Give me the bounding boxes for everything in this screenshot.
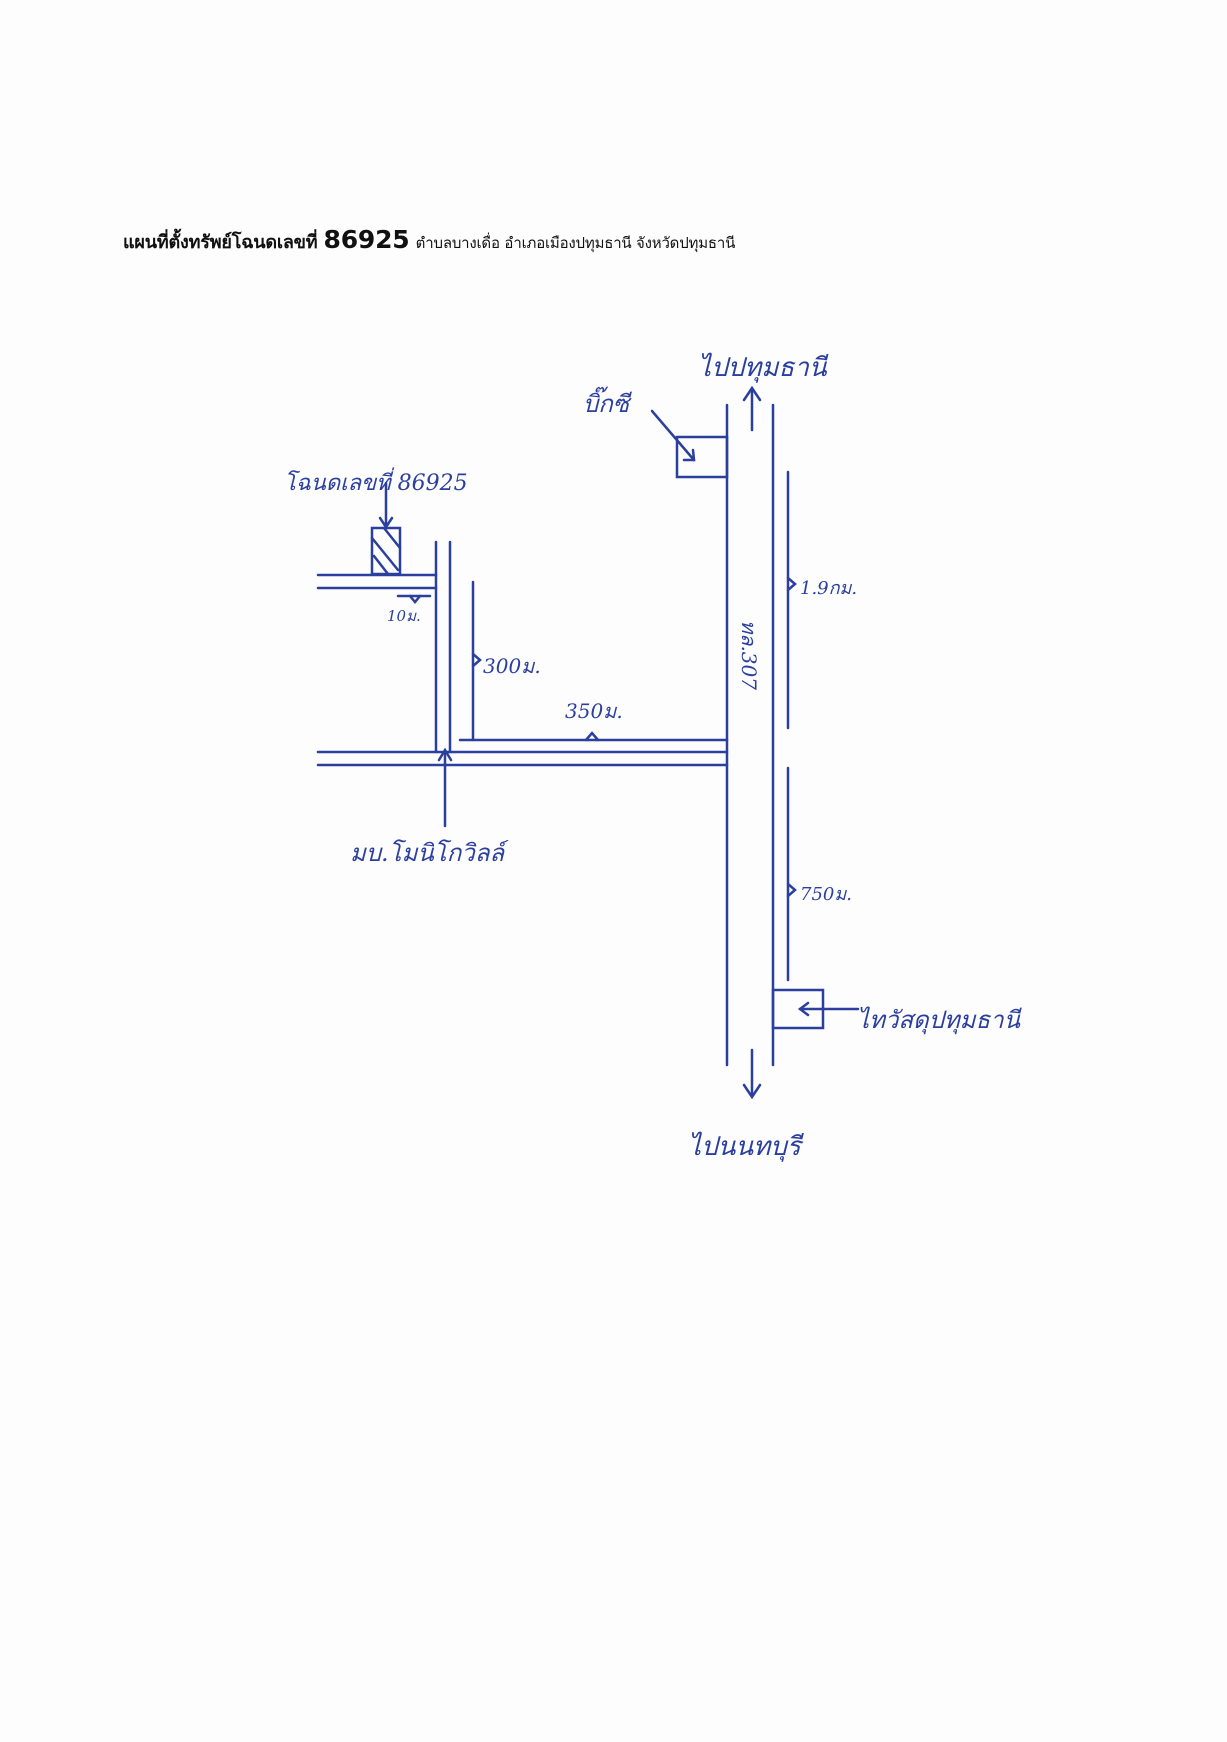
village-pointer-head	[437, 747, 453, 762]
dim-300-tick	[471, 652, 482, 668]
deed-pointer-head	[378, 516, 394, 530]
title-location: ตำบลบางเดื่อ อำเภอเมืองปทุมธานี จังหวัดป…	[415, 234, 736, 252]
deed-hatch-2	[372, 554, 390, 576]
label-big-c: บิ๊กซี	[583, 386, 632, 418]
big-c-pointer	[650, 409, 696, 462]
label-dist-19: 1.9กม.	[800, 578, 857, 599]
label-deed: โฉนดเลขที่ 86925	[284, 467, 468, 496]
label-village: มบ.โมนิโกวิลล์	[350, 839, 509, 867]
big-c-pointer-head	[682, 448, 696, 462]
deed-hatch-1	[370, 536, 400, 572]
label-to-pathum: ไปปทุมธานี	[698, 352, 829, 383]
label-dist-350: 350ม.	[565, 699, 623, 723]
dim-10-tick	[408, 594, 422, 604]
label-to-nonthaburi: ไปนนทบุรี	[688, 1131, 805, 1162]
deed-hatch-3	[382, 526, 402, 550]
label-dist-10: 10ม.	[387, 607, 421, 625]
title-prefix: แผนที่ตั้งทรัพย์โฉนดเลขที่	[123, 232, 318, 253]
label-dist-750: 750ม.	[800, 884, 852, 905]
dim-750-tick	[786, 882, 797, 898]
north-arrow-head	[742, 385, 762, 402]
page-title: แผนที่ตั้งทรัพย์โฉนดเลขที่ 86925 ตำบลบาง…	[123, 225, 735, 256]
office-pointer-head	[797, 1001, 810, 1017]
label-dist-300: 300ม.	[483, 654, 541, 678]
label-road-name: ทล.307	[737, 620, 761, 690]
title-number: 86925	[323, 225, 410, 254]
dim-19-tick	[786, 576, 797, 592]
south-arrow-head	[742, 1083, 762, 1100]
big-c-box	[675, 435, 729, 479]
label-office: ไทวัสดุปทุมธานี	[857, 1006, 1022, 1035]
dim-350-tick	[584, 731, 600, 742]
